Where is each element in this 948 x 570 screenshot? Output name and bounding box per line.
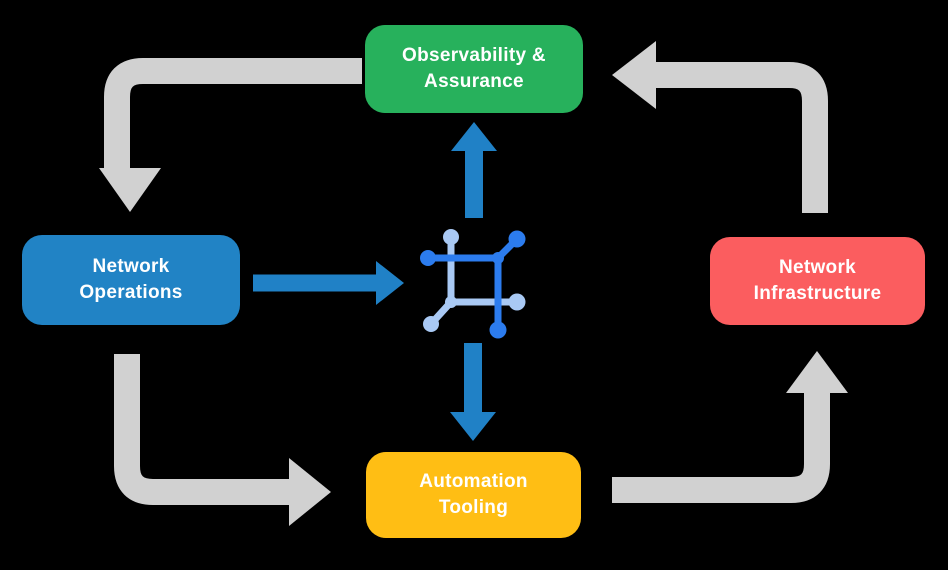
icon-light-dot — [423, 316, 439, 332]
arrow-shaft — [114, 354, 289, 505]
node-automation-tooling: Automation Tooling — [366, 452, 581, 538]
node-network-infrastructure: Network Infrastructure — [710, 237, 925, 325]
arrow-head — [450, 412, 496, 441]
icon-light-dots — [423, 229, 526, 332]
arrow-head — [376, 261, 404, 305]
arrow-head — [451, 122, 497, 151]
arrow-head — [786, 351, 848, 393]
arrow-shaft — [104, 58, 362, 170]
icon-dark-dot — [489, 321, 507, 339]
arrow-automation-to-infrastructure — [612, 351, 848, 503]
arrow-head — [99, 168, 161, 212]
node-operations-label: Network Operations — [79, 256, 183, 303]
arrow-platform-to-automation — [450, 343, 496, 441]
arrow-shaft — [612, 393, 830, 503]
arrow-platform-to-observability — [451, 122, 497, 218]
node-automation-label: Automation Tooling — [419, 471, 528, 518]
arrow-head — [289, 458, 331, 526]
icon-light-dot — [443, 229, 459, 245]
arrow-infrastructure-to-observability — [612, 41, 828, 213]
node-infrastructure-label: Network Infrastructure — [753, 257, 882, 304]
icon-light-dot — [508, 293, 526, 311]
arrow-head — [612, 41, 656, 109]
node-observability-label: Observability & Assurance — [402, 45, 546, 92]
icon-dark-dots — [420, 230, 526, 339]
icon-dark-dot — [508, 230, 526, 248]
arrow-observability-to-operations — [99, 58, 362, 212]
icon-dark-joint-dot — [492, 252, 504, 264]
arrow-operations-to-automation — [114, 354, 331, 526]
node-network-operations: Network Operations — [22, 235, 240, 325]
arrow-shaft — [656, 62, 828, 213]
icon-light-joint-dot — [445, 296, 457, 308]
network-platform-icon — [420, 229, 526, 339]
icon-dark-dot — [420, 250, 436, 266]
node-observability-assurance: Observability & Assurance — [365, 25, 583, 113]
arrow-operations-to-platform — [253, 261, 404, 305]
